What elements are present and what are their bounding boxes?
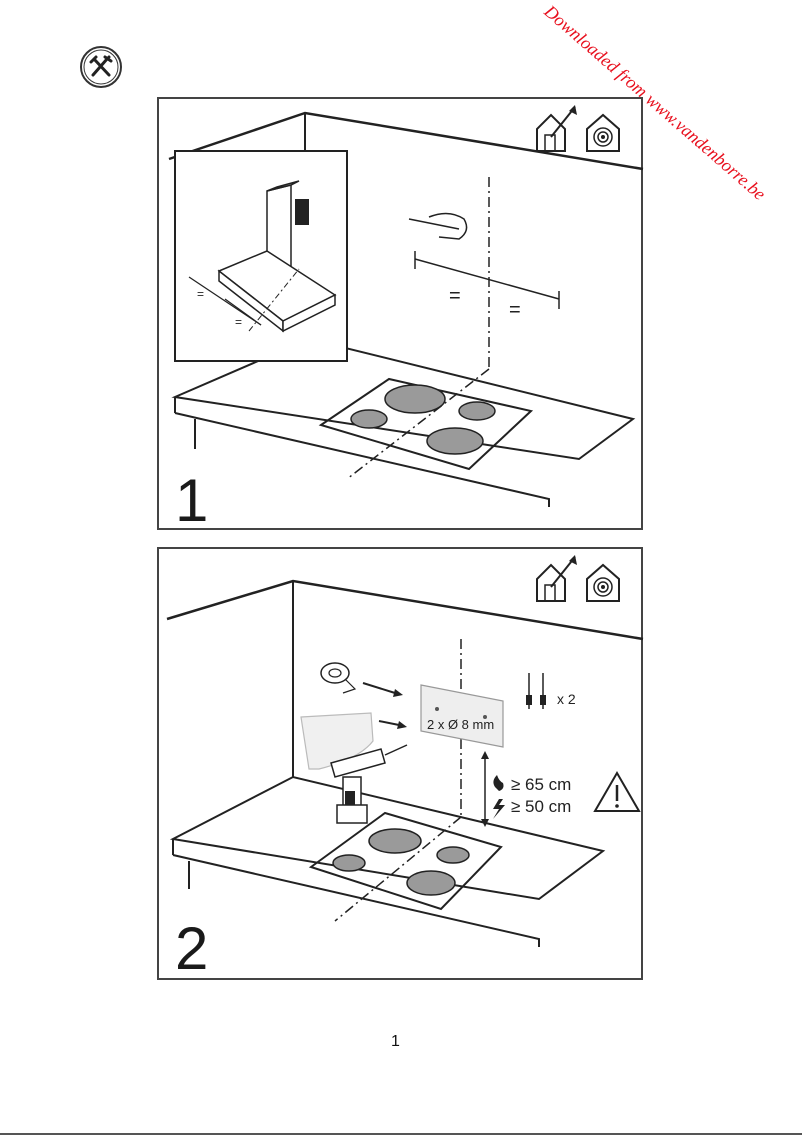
drill-spec: 2 x Ø 8 mm	[427, 717, 495, 732]
tools-icon	[79, 45, 123, 89]
step-2-panel: x 2 2 x Ø 8 mm ≥ 65 cm ≥ 50 cm 2	[157, 547, 644, 982]
warning-triangle-icon	[593, 771, 641, 812]
measure-equal-right: =	[509, 299, 521, 321]
step-number-1: 1	[175, 467, 209, 534]
house-recirculation-icon	[586, 113, 620, 152]
measure-equal-left: =	[449, 285, 461, 307]
inset-equal-b: =	[235, 315, 243, 329]
step-1-panel: = = = = 1	[157, 97, 644, 534]
house-ducted-icon	[536, 555, 577, 602]
inset-equal-a: =	[197, 287, 205, 301]
bolt-icon	[493, 799, 505, 819]
step-number-2: 2	[175, 915, 209, 982]
gas-distance: ≥ 65 cm	[511, 775, 572, 794]
screws-icon	[526, 673, 546, 709]
drill-icon	[330, 744, 408, 824]
screws-count: x 2	[557, 691, 576, 707]
house-recirculation-icon	[586, 563, 620, 602]
electric-distance: ≥ 50 cm	[511, 797, 572, 816]
flame-icon	[493, 775, 504, 791]
footer-divider	[0, 1133, 802, 1135]
page-number: 1	[391, 1033, 400, 1050]
house-ducted-icon	[536, 105, 577, 152]
